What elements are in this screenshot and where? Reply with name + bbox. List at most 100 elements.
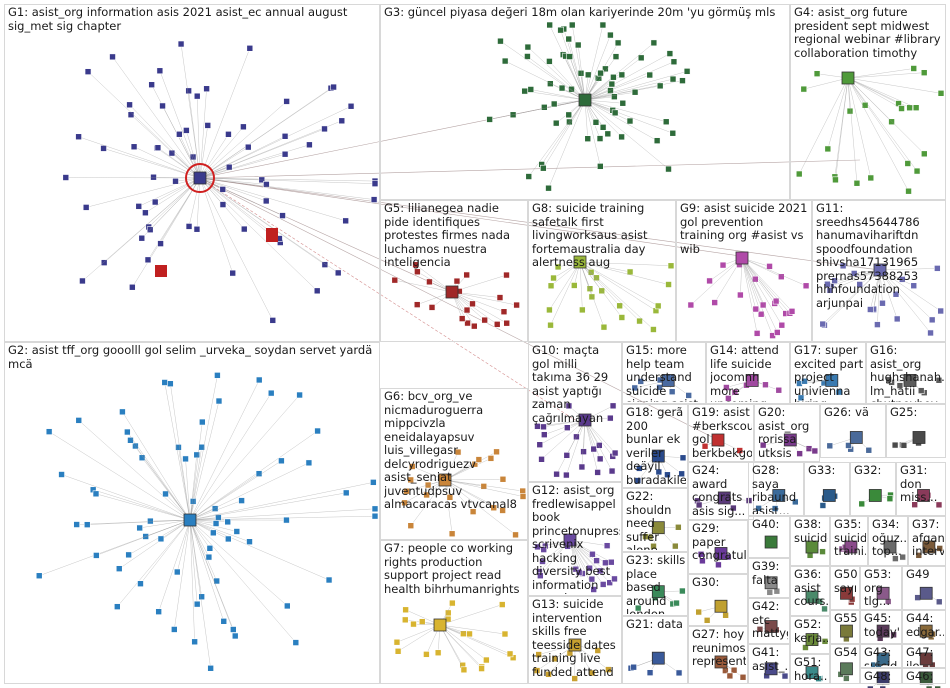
node bbox=[835, 388, 843, 396]
node bbox=[370, 479, 377, 486]
hub-node bbox=[919, 586, 933, 600]
node bbox=[599, 581, 607, 588]
group-panel-g14: G14: attend life suicide jocomnh more up… bbox=[706, 342, 790, 404]
hub-node bbox=[840, 586, 853, 600]
node bbox=[552, 119, 560, 127]
node bbox=[225, 163, 233, 171]
node bbox=[402, 606, 409, 614]
node bbox=[151, 198, 159, 206]
edge bbox=[444, 479, 503, 481]
node bbox=[240, 225, 248, 233]
hub-node bbox=[840, 662, 853, 676]
edge bbox=[199, 177, 346, 222]
group-label: G31: don miss... bbox=[900, 464, 938, 504]
node bbox=[540, 423, 547, 431]
group-panel-g27: G27: hoy reunimos represent... bbox=[688, 626, 748, 684]
edge bbox=[579, 261, 654, 330]
edge bbox=[186, 130, 201, 179]
edge bbox=[397, 624, 441, 652]
node bbox=[608, 467, 616, 475]
edge bbox=[82, 177, 201, 282]
node bbox=[198, 443, 205, 451]
node bbox=[138, 234, 146, 242]
group-label: G52: kerja... bbox=[794, 618, 828, 645]
node bbox=[278, 457, 285, 465]
node bbox=[669, 129, 677, 137]
node bbox=[792, 498, 799, 506]
node bbox=[157, 240, 164, 247]
edge bbox=[541, 99, 586, 165]
node bbox=[928, 316, 936, 324]
node bbox=[936, 545, 944, 552]
hub-node bbox=[735, 251, 749, 265]
edge bbox=[831, 269, 881, 286]
edge bbox=[122, 411, 191, 521]
hub-node bbox=[822, 489, 836, 502]
node bbox=[493, 448, 500, 456]
group-label: G5: lilianegea nadie pide identifiques p… bbox=[384, 202, 514, 269]
hub-node bbox=[917, 489, 930, 502]
node bbox=[83, 521, 91, 528]
edge bbox=[549, 24, 586, 101]
node bbox=[167, 380, 174, 388]
edge bbox=[174, 519, 191, 630]
node bbox=[503, 319, 511, 327]
node bbox=[393, 638, 401, 646]
node bbox=[697, 550, 705, 558]
edge bbox=[847, 77, 908, 164]
node bbox=[563, 471, 570, 479]
edge bbox=[147, 177, 201, 260]
node bbox=[185, 223, 193, 230]
node bbox=[856, 281, 864, 288]
hub-node bbox=[805, 590, 819, 604]
node bbox=[546, 58, 553, 65]
hub-node bbox=[764, 662, 778, 676]
node bbox=[596, 455, 604, 463]
hub-node bbox=[563, 533, 577, 547]
edge bbox=[406, 479, 446, 492]
node bbox=[937, 90, 945, 97]
edge bbox=[879, 268, 938, 271]
node bbox=[487, 455, 495, 462]
node bbox=[890, 631, 897, 639]
node bbox=[215, 397, 223, 405]
group-panel-g2: G2: asist tff_org gooolll gol selim _urv… bbox=[4, 342, 380, 684]
edge bbox=[189, 375, 218, 521]
group-label: G53: org tlg... bbox=[864, 568, 896, 608]
node bbox=[225, 535, 232, 543]
node bbox=[695, 501, 703, 509]
node bbox=[193, 92, 201, 100]
edge bbox=[158, 519, 191, 612]
node bbox=[269, 317, 277, 324]
node bbox=[899, 276, 906, 283]
node bbox=[915, 552, 923, 559]
node bbox=[666, 50, 674, 57]
edge bbox=[549, 261, 581, 311]
group-panel-g33: G33: bbox=[804, 462, 850, 516]
edge bbox=[444, 479, 453, 534]
edge bbox=[527, 46, 586, 101]
node bbox=[454, 448, 462, 456]
group-label: G24: award congrats asis sig... bbox=[692, 464, 746, 518]
edge bbox=[847, 68, 914, 79]
node bbox=[654, 302, 662, 310]
edge bbox=[189, 492, 347, 521]
edge bbox=[565, 56, 586, 101]
edge bbox=[199, 177, 376, 182]
edge bbox=[584, 24, 604, 101]
edge bbox=[568, 38, 586, 101]
node bbox=[893, 315, 901, 323]
node bbox=[449, 599, 456, 607]
group-label: G41: asist_... bbox=[752, 646, 788, 673]
group-label: G37: afgan... interv... bbox=[912, 518, 944, 558]
edge bbox=[741, 257, 777, 302]
node bbox=[446, 494, 454, 501]
edge bbox=[439, 624, 506, 635]
hub-node bbox=[876, 652, 890, 666]
hub-node bbox=[919, 624, 933, 638]
edge bbox=[159, 70, 201, 179]
node bbox=[564, 424, 571, 432]
group-panel-g39: G39: falta bbox=[748, 558, 790, 598]
node bbox=[604, 130, 612, 138]
group-panel-g47: G47: ile tur... bbox=[902, 644, 946, 668]
